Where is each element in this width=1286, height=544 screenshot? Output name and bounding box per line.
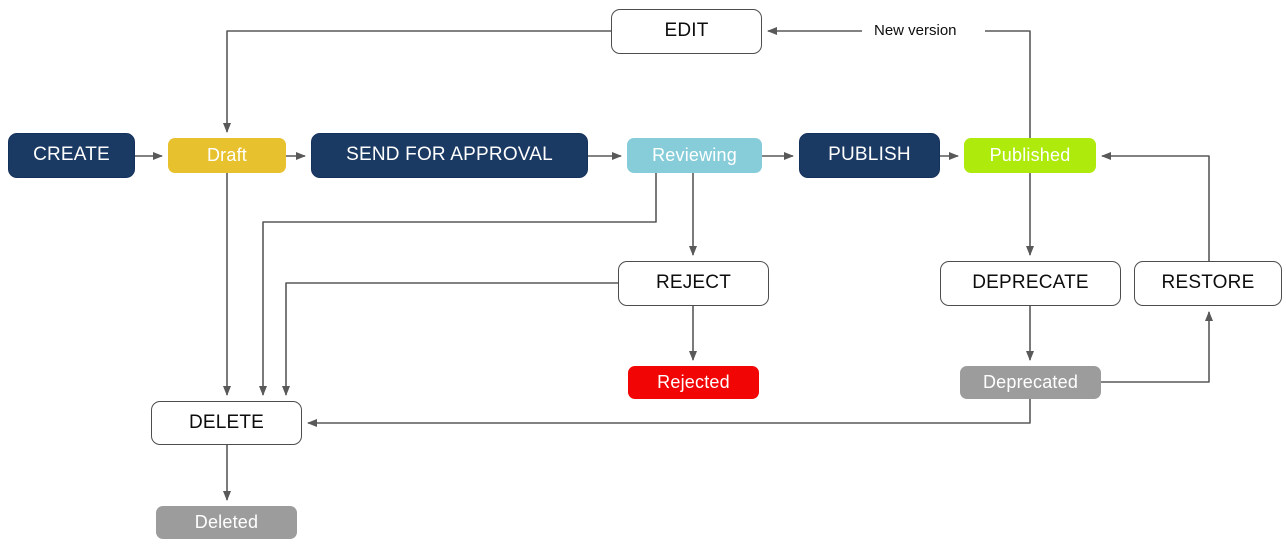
edge-restore-published: [1101, 152, 1210, 261]
node-draft[interactable]: Draft: [168, 138, 286, 173]
node-edit[interactable]: EDIT: [611, 9, 762, 54]
edge-reject-delete: [282, 282, 618, 396]
edge-label-new-version: New version: [874, 22, 957, 39]
node-send-for-approval[interactable]: SEND FOR APPROVAL: [311, 133, 588, 178]
node-publish[interactable]: PUBLISH: [799, 133, 940, 178]
node-delete-label: DELETE: [188, 411, 265, 433]
node-deleted[interactable]: Deleted: [156, 506, 297, 539]
node-reject[interactable]: REJECT: [618, 261, 769, 306]
node-edit-label: EDIT: [664, 20, 709, 42]
node-deleted-label: Deleted: [194, 511, 259, 532]
edge-edit-draft: [223, 30, 611, 133]
node-deprecate[interactable]: DEPRECATE: [940, 261, 1121, 306]
node-published-label: Published: [989, 144, 1071, 165]
node-reviewing[interactable]: Reviewing: [627, 138, 762, 173]
node-rejected[interactable]: Rejected: [628, 366, 759, 399]
node-deprecate-label: DEPRECATE: [972, 272, 1089, 294]
node-draft-label: Draft: [206, 144, 247, 165]
node-create-label: CREATE: [33, 144, 110, 166]
edge-reviewing-delete: [259, 173, 657, 396]
node-deprecated[interactable]: Deprecated: [960, 366, 1101, 399]
node-send-for-approval-label: SEND FOR APPROVAL: [346, 144, 553, 166]
node-deprecated-label: Deprecated: [982, 371, 1079, 392]
node-restore-label: RESTORE: [1161, 272, 1255, 294]
node-published[interactable]: Published: [964, 138, 1096, 173]
node-reviewing-label: Reviewing: [652, 144, 737, 165]
node-publish-label: PUBLISH: [828, 144, 911, 166]
node-reject-label: REJECT: [655, 272, 732, 294]
node-delete[interactable]: DELETE: [151, 401, 302, 445]
edge-published-edit: [985, 30, 1031, 138]
edge-deprecated-restore: [1101, 311, 1213, 383]
node-create[interactable]: CREATE: [8, 133, 135, 178]
node-restore[interactable]: RESTORE: [1134, 261, 1282, 306]
node-rejected-label: Rejected: [657, 371, 730, 392]
edge-deprecated-delete: [307, 399, 1031, 427]
